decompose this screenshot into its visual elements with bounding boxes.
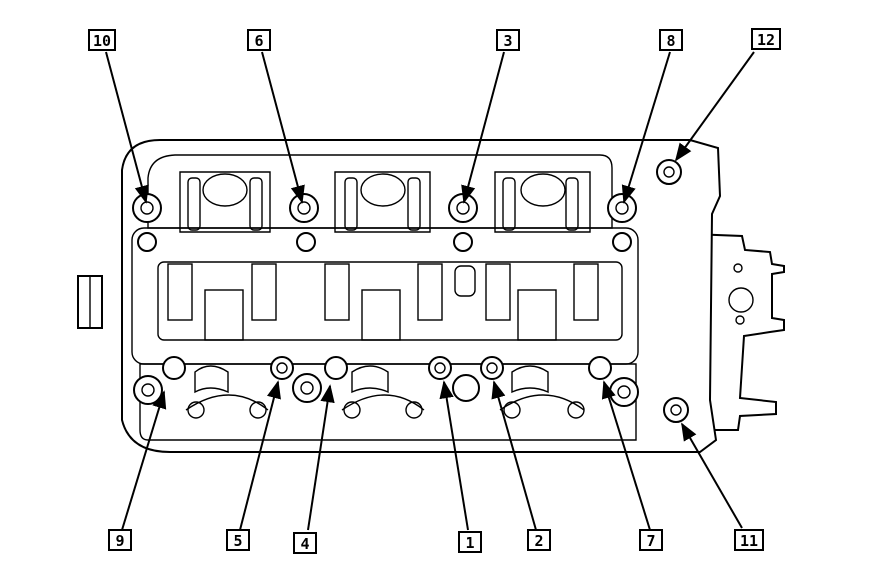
callout-5-text: 5 xyxy=(233,532,242,550)
callout-9: 9 xyxy=(108,529,132,551)
camshaft-stub-left xyxy=(77,275,103,329)
callout-5: 5 xyxy=(226,529,250,551)
callout-2: 2 xyxy=(527,529,551,551)
callout-12: 12 xyxy=(751,28,781,50)
bolt-2 xyxy=(480,356,504,380)
callout-9-text: 9 xyxy=(115,532,124,550)
callout-1-text: 1 xyxy=(465,534,474,552)
upper-rocker-group xyxy=(179,171,591,233)
callout-4-text: 4 xyxy=(300,535,309,553)
callout-6-text: 6 xyxy=(254,32,263,50)
callout-labels: 10 6 3 8 12 9 5 4 xyxy=(88,28,781,554)
callout-4: 4 xyxy=(293,532,317,554)
bolt-12 xyxy=(656,159,682,185)
bolt-7 xyxy=(609,377,639,407)
callout-8: 8 xyxy=(659,29,683,51)
callout-2-text: 2 xyxy=(534,532,543,550)
bolt-3 xyxy=(448,193,478,223)
lower-rocker-group xyxy=(185,365,585,419)
callout-7-text: 7 xyxy=(646,532,655,550)
bolt-8 xyxy=(607,193,637,223)
bolt-6 xyxy=(289,193,319,223)
callout-11: 11 xyxy=(734,529,764,551)
leader-lines xyxy=(105,51,755,531)
callout-3: 3 xyxy=(496,29,520,51)
bolt-5 xyxy=(270,356,294,380)
callout-12-text: 12 xyxy=(757,31,775,49)
callout-11-text: 11 xyxy=(740,532,758,550)
callout-6: 6 xyxy=(247,29,271,51)
bolt-1 xyxy=(428,356,452,380)
bolt-11 xyxy=(663,397,689,423)
valve-spring-group xyxy=(167,263,599,341)
callout-10-text: 10 xyxy=(93,32,111,50)
callout-1: 1 xyxy=(458,531,482,553)
callout-8-text: 8 xyxy=(666,32,675,50)
callout-7: 7 xyxy=(639,529,663,551)
bolt-4 xyxy=(292,373,322,403)
callout-10: 10 xyxy=(88,29,116,51)
callout-3-text: 3 xyxy=(503,32,512,50)
bolt-9 xyxy=(133,375,163,405)
bolt-10 xyxy=(132,193,162,223)
